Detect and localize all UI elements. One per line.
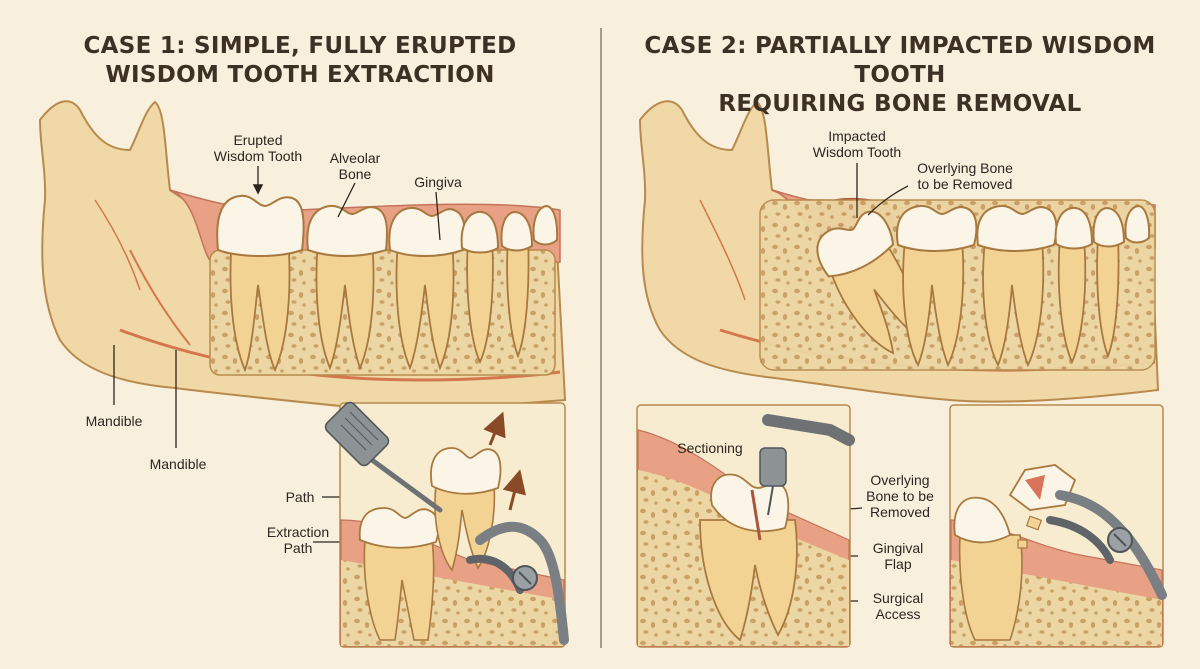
label-impacted-wisdom-tooth: Impacted Wisdom Tooth — [812, 128, 902, 160]
label-path: Path — [285, 489, 315, 505]
label-alveolar-bone: Alveolar Bone — [329, 150, 381, 182]
label-gingiva: Gingiva — [414, 174, 462, 190]
label-overlying-bone-removed: Overlying Bone to be Removed — [866, 472, 934, 520]
case2-title-line1: CASE 2: PARTIALLY IMPACTED WISDOM TOOTH — [644, 33, 1156, 88]
case1-erupted-wisdom-tooth — [216, 194, 305, 257]
label-mandible-b: Mandible — [149, 456, 207, 472]
label-overlying-bone: Overlying Bone to be Removed — [917, 160, 1013, 192]
label-surgical-access: Surgical Access — [872, 590, 924, 622]
label-gingival-flap: Gingival Flap — [872, 540, 924, 572]
case1-title: CASE 1: SIMPLE, FULLY ERUPTED WISDOM TOO… — [40, 32, 560, 90]
label-mandible-a: Mandible — [85, 413, 143, 429]
case1-extraction-inset — [324, 401, 569, 648]
case1-title-line1: CASE 1: SIMPLE, FULLY ERUPTED — [83, 33, 517, 59]
case2-jaw-illustration — [638, 100, 1160, 403]
case1-nerve — [119, 328, 561, 382]
case2-sectioning-inset — [636, 404, 855, 648]
case2-title-line2: REQUIRING BONE REMOVAL — [718, 91, 1082, 117]
label-erupted-wisdom-tooth: Erupted Wisdom Tooth — [213, 132, 303, 164]
case1-jaw-illustration — [38, 100, 567, 411]
case2-extraction-inset — [949, 404, 1167, 648]
case2-title: CASE 2: PARTIALLY IMPACTED WISDOM TOOTH … — [620, 32, 1180, 119]
label-sectioning: Sectioning — [677, 440, 743, 456]
case1-title-line2: WISDOM TOOTH EXTRACTION — [105, 62, 495, 88]
label-extraction-path: Extraction Path — [266, 524, 330, 556]
